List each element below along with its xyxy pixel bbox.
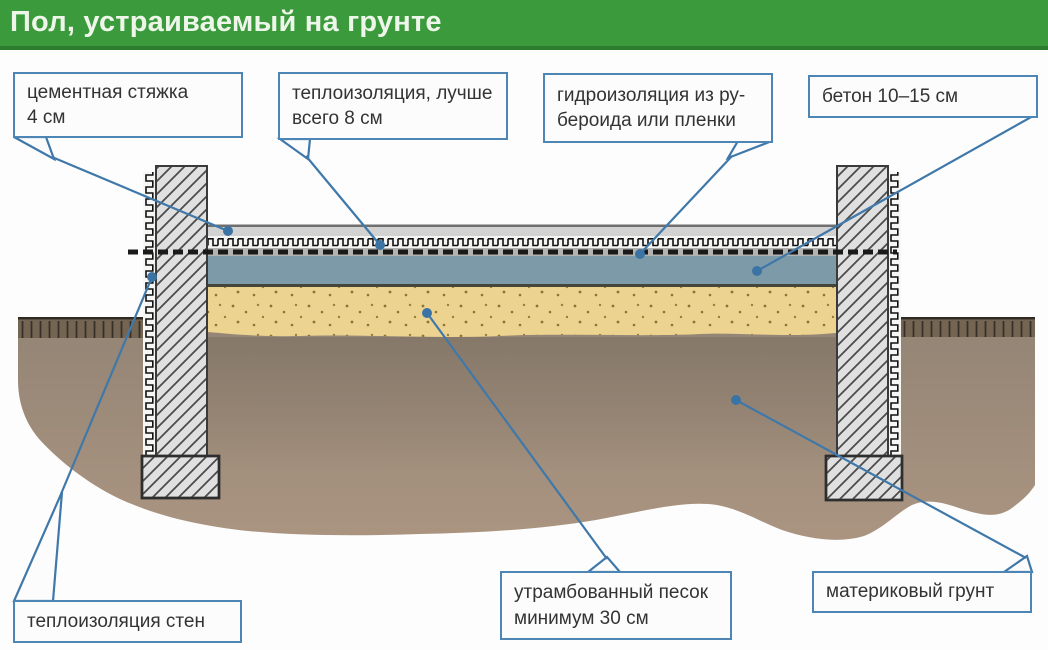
tail-waterproofing — [725, 139, 773, 161]
dot-sand — [422, 308, 432, 318]
leader-concrete — [756, 115, 1034, 272]
dot-concrete — [752, 266, 762, 276]
title-bar: Пол, устраиваемый на грунте — [0, 0, 1048, 50]
ground-inner-shade — [207, 337, 837, 470]
dot-soil — [731, 395, 741, 405]
leader-soil — [735, 399, 1027, 559]
callout-waterproofing: гидроизоляция из ру- бероида или пленки — [543, 73, 773, 143]
tail-sand — [584, 555, 623, 574]
leader-insulation — [305, 155, 381, 246]
callout-thermal-insulation-label: теплоизоляция, лучше всего 8 см — [292, 82, 493, 129]
layer-concrete — [208, 256, 836, 284]
callout-thermal-insulation: теплоизоляция, лучше всего 8 см — [278, 72, 508, 140]
ground-surface-left — [18, 317, 143, 338]
page-title: Пол, устраиваемый на грунте — [10, 5, 442, 38]
dot-insulation — [375, 240, 385, 250]
leader-screed — [51, 155, 229, 233]
layer-screed-top-line — [208, 224, 836, 227]
leader-sand — [426, 312, 608, 560]
layer-concrete-bottom-line — [208, 284, 836, 287]
tail-soil — [1000, 554, 1034, 574]
callout-wall-insulation: теплоизоляция стен — [13, 600, 242, 643]
callout-native-soil-label: материковый грунт — [826, 581, 995, 603]
tail-insulation — [276, 137, 312, 161]
left-wall — [140, 165, 221, 500]
ground-surface-right — [901, 317, 1035, 337]
floor-layers — [208, 224, 836, 337]
leader-wall-insulation — [59, 276, 154, 495]
leader-dots — [147, 226, 762, 405]
dot-screed — [223, 226, 233, 236]
callout-native-soil: материковый грунт — [812, 571, 1032, 613]
right-wall — [824, 165, 904, 502]
callout-cement-screed-label: цементная стяжка 4 см — [27, 81, 189, 128]
callout-waterproofing-label: гидроизоляция из ру- бероида или пленки — [557, 84, 746, 131]
layer-screed — [208, 227, 836, 236]
dot-waterproofing — [635, 249, 645, 259]
leader-waterproofing — [639, 155, 733, 255]
dot-wall-insulation — [147, 272, 157, 282]
callout-compacted-sand-label: утрамбованный песок минимум 30 см — [514, 582, 709, 629]
callout-compacted-sand: утрамбованный песок минимум 30 см — [500, 571, 732, 640]
callout-concrete: бетон 10–15 см — [808, 75, 1038, 118]
tail-wall-insulation — [12, 491, 64, 603]
callout-concrete-label: бетон 10–15 см — [822, 85, 959, 107]
leader-lines — [12, 115, 1034, 603]
layer-sand — [208, 287, 836, 337]
callout-wall-insulation-label: теплоизоляция стен — [27, 610, 205, 632]
tail-screed — [13, 135, 57, 162]
callout-cement-screed: цементная стяжка 4 см — [13, 72, 243, 138]
